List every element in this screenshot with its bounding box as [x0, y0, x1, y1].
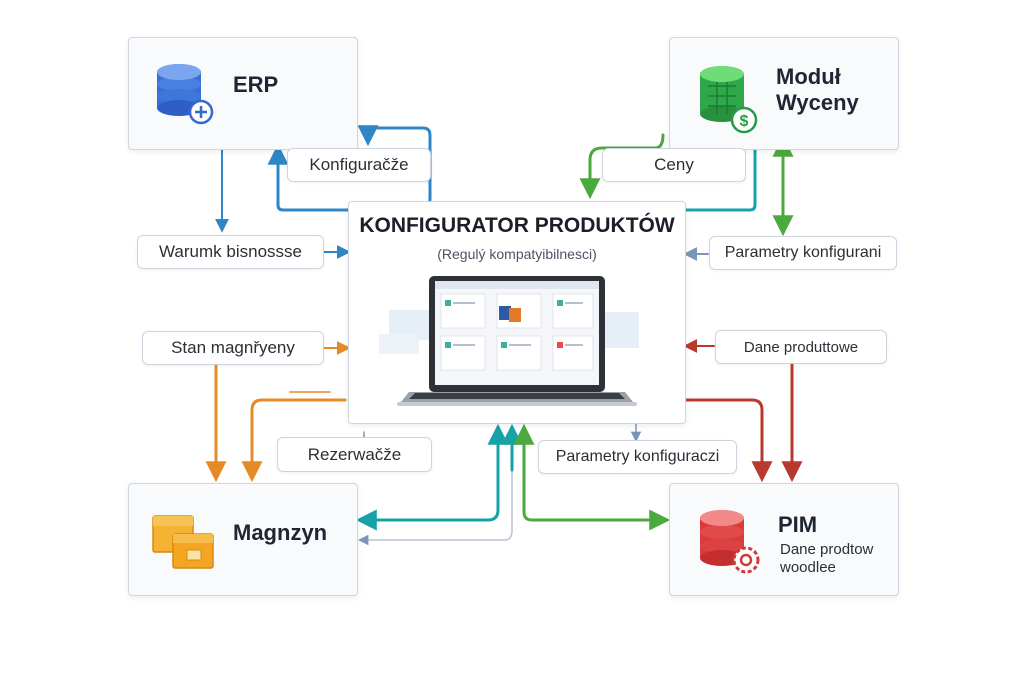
config-to-warehouse-arrow	[241, 398, 347, 483]
configurator-node[interactable]: KONFIGURATOR PRODUKTÓW (Regulý kompatyib…	[348, 201, 686, 424]
label-rezerwacze: Rezerwačže	[277, 437, 432, 472]
warehouse-config-arrow-2	[357, 469, 513, 546]
pricing-title-line2: Wyceny	[776, 90, 859, 115]
config-to-pricing-arrow	[579, 133, 665, 200]
pim-node[interactable]: PIM Dane prodtow woodlee	[669, 483, 899, 596]
pim-database-icon	[700, 510, 760, 574]
label-konfiguracze: Konfiguračže	[287, 148, 431, 182]
label-stan: Stan magnřyeny	[142, 331, 324, 365]
configurator-subtitle: (Regulý kompatyibilnesci)	[437, 246, 597, 262]
erp-title: ERP	[233, 72, 279, 97]
label-parametry-right: Parametry konfigurani	[709, 236, 897, 270]
pim-sub-line2: woodlee	[780, 559, 836, 576]
label-ceny: Ceny	[602, 148, 746, 182]
config-to-pim-arrow	[684, 398, 773, 483]
svg-text:$: $	[740, 113, 749, 130]
config-to-pim-green-arrow	[513, 423, 671, 531]
pricing-title-line1: Moduł	[776, 64, 841, 89]
laptop-icon	[379, 276, 639, 406]
boxes-icon	[152, 515, 214, 569]
label-dane-produktowe: Dane produttowe	[715, 330, 887, 364]
label-parametry-bottom: Parametry konfiguraczi	[538, 440, 737, 474]
warehouse-config-arrow	[355, 423, 509, 531]
config-to-erp-arrow	[357, 125, 432, 200]
warehouse-node[interactable]: Magnzyn	[128, 483, 358, 596]
label-warunki: Warumk bisnossse	[137, 235, 324, 269]
erp-node[interactable]: ERP	[128, 37, 358, 150]
pricing-module-node[interactable]: $ Moduł Wyceny	[669, 37, 899, 150]
pricing-database-icon: $	[700, 66, 758, 134]
warehouse-title: Magnzyn	[233, 520, 328, 545]
pim-title: PIM	[778, 512, 818, 537]
database-icon	[157, 64, 214, 125]
configurator-title: KONFIGURATOR PRODUKTÓW	[359, 214, 675, 237]
pim-sub-line1: Dane prodtow	[780, 541, 874, 558]
